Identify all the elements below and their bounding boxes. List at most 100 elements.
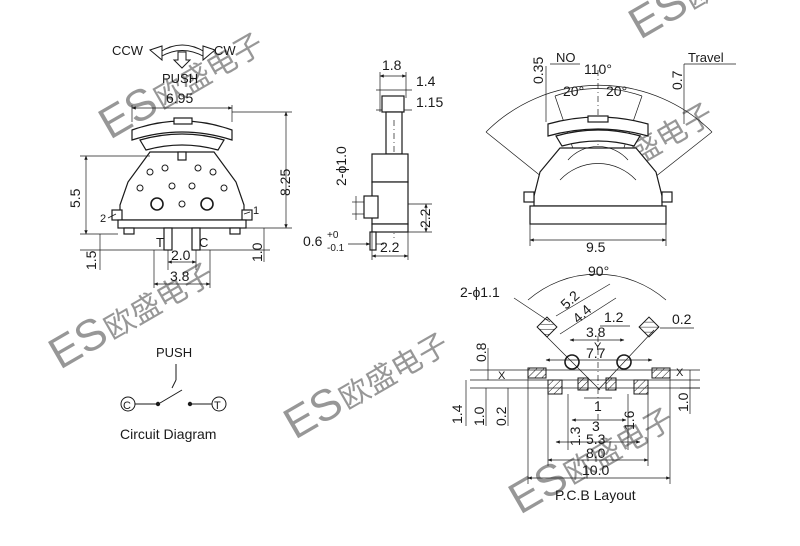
rotary-inner-arc <box>567 146 629 161</box>
body-hole <box>161 164 169 172</box>
dim-pin-pitch: 2.0 <box>171 247 191 263</box>
dim-pcb-1-6: 1.6 <box>621 410 637 430</box>
pin-side <box>369 231 377 251</box>
foot-right <box>229 227 241 235</box>
rotation-arc-inner <box>159 50 206 58</box>
dim-body-height: 5.5 <box>67 188 83 208</box>
dim-pcb-7-7: 7.7 <box>586 345 606 361</box>
circuit-diagram: PUSH C T Circuit Diagram <box>120 345 227 442</box>
dim-thickness: 0.6 <box>303 233 323 249</box>
dim-pcb-0-8: 0.8 <box>473 342 489 362</box>
ccw-label: CCW <box>112 43 144 58</box>
knob-rim <box>139 133 225 151</box>
rotary-tab-right <box>661 191 673 203</box>
dim-pcb-1-3: 1.3 <box>567 426 583 446</box>
pcb-angle-arc <box>527 273 667 301</box>
dim-pin-span: 3.8 <box>170 268 190 284</box>
dim-diag <box>559 297 617 335</box>
watermark-chars: 欧盛电子 <box>679 0 799 16</box>
dim-pcb-1: 1 <box>594 398 602 414</box>
travel-label: Travel <box>688 50 724 65</box>
rotary-tab-left <box>523 191 535 203</box>
body-hole <box>220 184 228 192</box>
dim-pcb-0-2: 0.2 <box>672 311 692 327</box>
watermark-brand: ES <box>621 0 696 49</box>
pcb-pad-angled-right <box>638 316 660 338</box>
pcb-pad <box>577 377 589 391</box>
body-hole <box>136 184 144 192</box>
pcb-pad <box>633 379 649 395</box>
knob-top <box>131 120 233 141</box>
dim-pcb-1-2: 1.2 <box>604 309 624 325</box>
angle-arc-inner <box>554 88 643 97</box>
dim-no: 0.35 <box>530 57 546 84</box>
push-label: PUSH <box>162 71 198 86</box>
circuit-caption: Circuit Diagram <box>120 426 216 442</box>
rotation-arc <box>159 44 206 53</box>
body-hole <box>178 200 186 208</box>
pin-c-label: C <box>199 235 208 250</box>
body-hole <box>209 168 217 176</box>
dim-total-height: 8.25 <box>277 169 293 196</box>
terminal-c-label: C <box>123 400 131 412</box>
terminal-t-label: T <box>214 400 221 412</box>
dim-travel: 0.7 <box>669 70 685 90</box>
dim-right-1: 1.4 <box>416 73 436 89</box>
angle-arc-outer <box>485 84 713 133</box>
leader-line <box>107 213 117 219</box>
body-side-upper <box>371 153 409 183</box>
dim-pcb-1-0: 1.0 <box>471 406 487 426</box>
pcb-hole-left <box>564 354 580 370</box>
dim-pcb-x-left: X <box>498 370 506 382</box>
switch-base <box>117 219 247 229</box>
mount-hole-left <box>150 197 164 211</box>
pin-mark-1: 1 <box>253 205 259 217</box>
dim-pin-left: 1.5 <box>83 250 99 270</box>
pcb-layout-caption: P.C.B Layout <box>555 487 636 503</box>
dim-pcb-5-3: 5.3 <box>586 431 606 447</box>
dim-width: 6.95 <box>166 90 193 106</box>
dim-diag <box>555 283 611 317</box>
pcb-pad <box>605 377 617 391</box>
dim-pcb-3-8: 3.8 <box>586 324 606 340</box>
dim-pcb-1-4: 1.4 <box>449 404 465 424</box>
rotary-rim <box>555 129 641 147</box>
dim-pin-right: 1.0 <box>249 242 265 262</box>
watermark-chars: 欧盛电子 <box>99 257 219 346</box>
pcb-layout: 90° 2-ϕ1.1 5.2 4.4 1.2 0.2 3.8 Y 7.7 0.8 <box>449 263 700 503</box>
dim-angle-total: 110° <box>584 61 612 77</box>
push-arrow-icon <box>172 51 192 69</box>
dim-angle-left: 20° <box>563 83 584 99</box>
rotary-knob <box>547 116 649 137</box>
dim-pcb-8-0: 8.0 <box>586 445 606 461</box>
pcb-hole-right <box>616 354 632 370</box>
push-actuator-line <box>171 379 177 389</box>
rotary-base <box>529 205 667 225</box>
pcb-pad <box>547 379 563 395</box>
rotary-slot <box>587 115 609 123</box>
base-side <box>371 223 409 233</box>
front-view: CCW CW PUSH 6.95 <box>67 43 293 288</box>
dim-tol-plus: +0 <box>327 230 339 241</box>
boss-side <box>363 195 379 219</box>
dim-pcb-angle: 90° <box>588 263 609 279</box>
dim-pcb-10-0: 10.0 <box>582 462 609 478</box>
rotary-body <box>533 147 663 207</box>
dim-tol-minus: -0.1 <box>327 243 345 254</box>
pcb-pad <box>651 367 671 379</box>
switch-blade <box>159 389 183 404</box>
dim-pcb-1-0-right: 1.0 <box>675 392 691 412</box>
dim-top-width: 1.8 <box>382 57 402 73</box>
circuit-push-label: PUSH <box>156 345 192 360</box>
cw-arrow-icon <box>202 45 217 62</box>
cw-label: CW <box>214 43 236 58</box>
body-hole <box>146 168 154 176</box>
watermark-chars: 欧盛电子 <box>334 327 454 416</box>
dim-pcb-3: 3 <box>592 418 600 434</box>
pin-t-label: T <box>156 235 164 250</box>
switch-body <box>119 151 245 221</box>
dim-foot: 2.2 <box>380 239 400 255</box>
knob-slot <box>173 117 193 125</box>
terminal-t-circle <box>211 396 227 412</box>
